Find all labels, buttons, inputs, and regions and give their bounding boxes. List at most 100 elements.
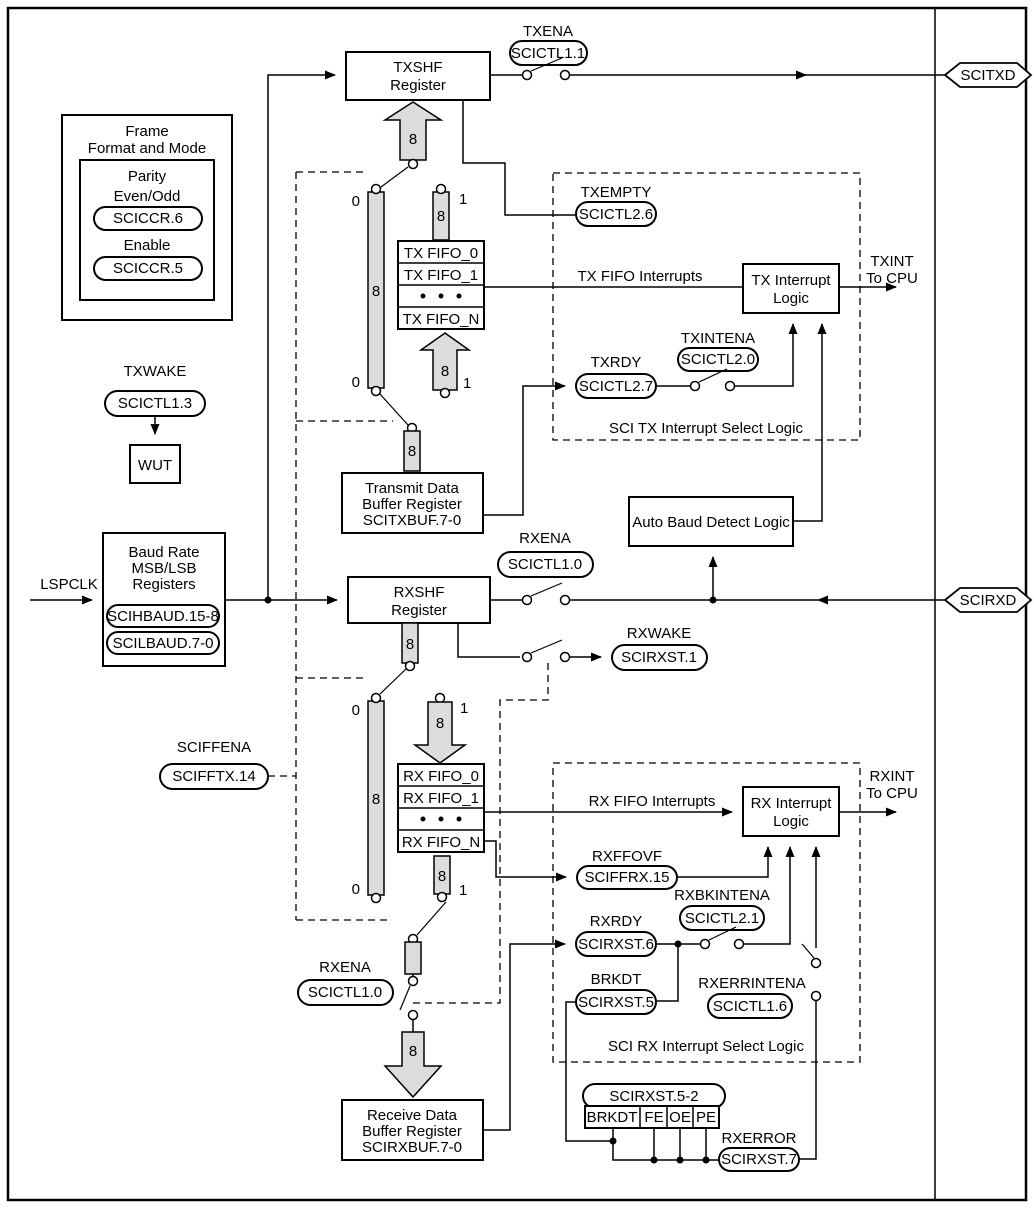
rxbkintena-label: RXBKINTENA: [674, 887, 770, 904]
scirxst-5-2-label: SCIRXST.5-2: [609, 1088, 698, 1105]
bus-bar: [403, 430, 421, 472]
bus-width: 8: [436, 715, 444, 732]
scifftx-14-label: SCIFFTX.14: [172, 768, 255, 785]
scilbaud-label: SCILBAUD.7-0: [113, 635, 214, 652]
switch-wiper: [380, 166, 409, 188]
tx-mux-bar: 0 0 8: [352, 183, 385, 397]
scictl1-3-pill: [104, 390, 206, 417]
sciffrx-15-pill: [576, 865, 678, 890]
brkdt-bit: BRKDT: [587, 1109, 638, 1126]
sciffrx-15-label: SCIFFRX.15: [584, 869, 669, 886]
tdb-output-bar: 8: [379, 393, 421, 472]
switch-contact: [559, 69, 571, 81]
rdb-label1: Receive Data: [367, 1107, 458, 1124]
rxshf-output-bar: 8: [379, 622, 419, 695]
pin-label: SCIRXD: [960, 592, 1017, 609]
scictl1-0-pill-bottom: [297, 979, 394, 1006]
auto-baud-to-txint-wire: [793, 323, 827, 522]
tdb-label3: SCITXBUF.7-0: [363, 512, 461, 529]
scictl2-1-label: SCICTL2.1: [685, 910, 759, 927]
rxrdy-int-wire: [744, 846, 795, 945]
switch-contact: [559, 594, 571, 606]
txempty-label: TXEMPTY: [581, 184, 652, 201]
tx-fifo-row1: TX FIFO_1: [404, 267, 478, 284]
rxint-cpu-label: To CPU: [866, 785, 918, 802]
switch-contact: [689, 380, 701, 392]
bus-width: 8: [372, 283, 380, 300]
txshf-clock-wire: [267, 70, 336, 600]
rdb-label3: SCIRXBUF.7-0: [362, 1139, 462, 1156]
scirxd-pin: SCIRXD: [943, 587, 1033, 613]
rxbkintena-switch: [699, 926, 745, 950]
switch-contact: [521, 594, 533, 606]
tx-interrupt-select-logic: TXEMPTY SCICTL2.6 TX FIFO Interrupts TX …: [575, 184, 918, 437]
rxerror-wire: [799, 996, 817, 1160]
bus-width: 8: [441, 363, 449, 380]
fifo-ellipsis: [438, 293, 444, 299]
junction-dot: [650, 1156, 658, 1164]
transmit-data-buffer-register: [341, 472, 484, 534]
fe-bit: FE: [644, 1109, 663, 1126]
scictl1-6-pill: [707, 993, 793, 1019]
scictl2-7-label: SCICTL2.7: [579, 378, 653, 395]
txshf-input-bus-arrow: 8: [380, 101, 444, 188]
rxwake-label: RXWAKE: [627, 625, 691, 642]
rxena-output-switch: [399, 933, 422, 1032]
switch-wiper: [530, 57, 563, 72]
scitxd-pin: SCITXD: [943, 62, 1033, 88]
tx-fifo-input-bar: 1 8: [432, 183, 467, 241]
rxffovf-label: RXFFOVF: [592, 848, 662, 865]
switch-contact: [810, 957, 822, 969]
pin-hexagon: [943, 62, 1033, 88]
mux-select-1: 1: [459, 882, 467, 899]
baud-label3: Registers: [132, 576, 195, 593]
dashed-line: [413, 663, 549, 1004]
fifo-ellipsis: [456, 293, 462, 299]
tx-fifo-interrupts-label: TX FIFO Interrupts: [577, 268, 702, 285]
sciccr-6-label: SCICCR.6: [113, 210, 183, 227]
scictl1-0-label: SCICTL1.0: [508, 556, 582, 573]
wires: [30, 70, 945, 1161]
switch-contact: [559, 651, 571, 663]
rx-interrupt-select-logic: RX FIFO Interrupts RX Interrupt Logic RX…: [575, 768, 918, 1055]
txshf-register: [345, 51, 491, 101]
scictl1-6-label: SCICTL1.6: [713, 998, 787, 1015]
fifo-ellipsis: [456, 816, 462, 822]
txintena-label: TXINTENA: [681, 330, 755, 347]
parity-label: Parity: [128, 168, 167, 185]
switch-contact: [724, 380, 736, 392]
switch-wiper: [698, 368, 728, 383]
txwake-label: TXWAKE: [124, 363, 187, 380]
rx-select-logic-title: SCI RX Interrupt Select Logic: [608, 1038, 804, 1055]
rxshf-label: RXSHF: [394, 584, 445, 601]
scictl1-1-label: SCICTL1.1: [511, 45, 585, 62]
rxint-label: RXINT: [870, 768, 915, 785]
bus-width: 8: [438, 868, 446, 885]
tx-fifo-stack: TX FIFO_0 TX FIFO_1 TX FIFO_N: [397, 240, 485, 330]
rx-fifo-rowN: RX FIFO_N: [402, 834, 480, 851]
mux-select-0: 0: [352, 193, 360, 210]
pe-bit: PE: [696, 1109, 716, 1126]
wut-label: WUT: [138, 457, 172, 474]
switch-contact: [699, 938, 711, 950]
bus-width: 8: [406, 636, 414, 653]
switch-wiper: [379, 393, 409, 426]
junction-dot: [702, 1156, 710, 1164]
mux-select-0: 0: [352, 702, 360, 719]
scihbaud-pill: [106, 604, 220, 628]
scirxst-1-label: SCIRXST.1: [621, 649, 697, 666]
switch-wiper: [530, 639, 563, 654]
brkdt-branch-wire: [656, 944, 679, 1002]
bus-width: 8: [372, 791, 380, 808]
mux-select-1: 1: [460, 700, 468, 717]
junction-dot: [709, 596, 717, 604]
rxshf-register: [347, 576, 491, 624]
scictl1-1-pill: [509, 40, 588, 66]
rxrdy-wire: [483, 939, 566, 1131]
rx-fifo-interrupts-label: RX FIFO Interrupts: [589, 793, 716, 810]
auto-baud-label: Auto Baud Detect Logic: [632, 514, 790, 531]
rx-mux-bar: 0 0 8: [352, 692, 385, 904]
rxshf-label2: Register: [391, 602, 447, 619]
wut-box: [129, 444, 181, 484]
